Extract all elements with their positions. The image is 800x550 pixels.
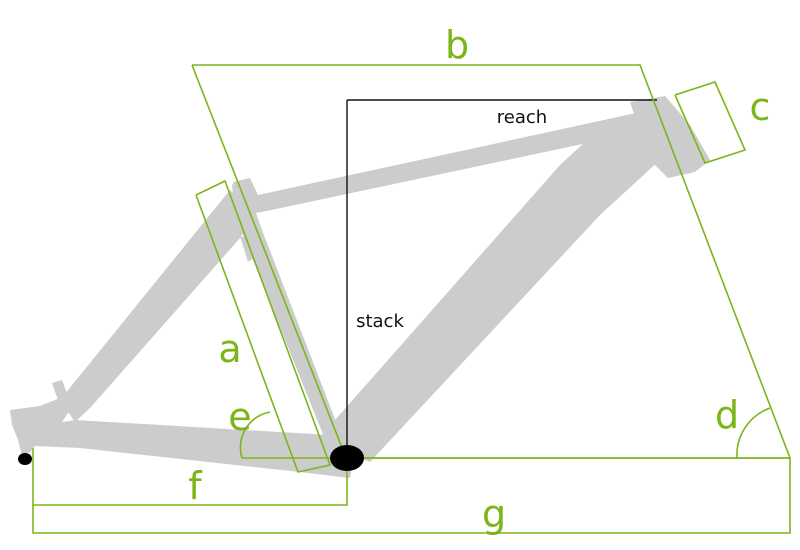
top-tube: [233, 110, 658, 214]
label-c: c: [750, 85, 771, 129]
dimension-lines: [32, 64, 792, 534]
angle-e-arc: [239, 411, 271, 459]
stack-reach-lines: [346, 99, 657, 458]
stay-brace: [240, 236, 258, 262]
dimension-g: [32, 458, 791, 534]
rear-dropout: [10, 398, 70, 456]
label-stack: stack: [356, 311, 404, 332]
label-e: e: [228, 395, 251, 439]
dimension-c-box: [674, 81, 747, 164]
chain-stay: [28, 420, 355, 478]
dropout-hook: [52, 380, 68, 400]
label-f: f: [188, 464, 203, 508]
label-reach: reach: [497, 107, 547, 128]
dimension-a-box: [195, 179, 332, 473]
label-g: g: [482, 492, 506, 536]
dimension-f: [32, 448, 348, 506]
down-tube: [335, 128, 660, 462]
label-b: b: [445, 23, 469, 67]
bottom-bracket: [330, 445, 364, 471]
label-a: a: [218, 327, 241, 371]
seat-stay: [60, 190, 248, 422]
bike-frame: [10, 96, 710, 478]
angle-d-arc: [736, 407, 771, 459]
label-d: d: [715, 393, 739, 437]
rear-axle: [18, 453, 32, 465]
